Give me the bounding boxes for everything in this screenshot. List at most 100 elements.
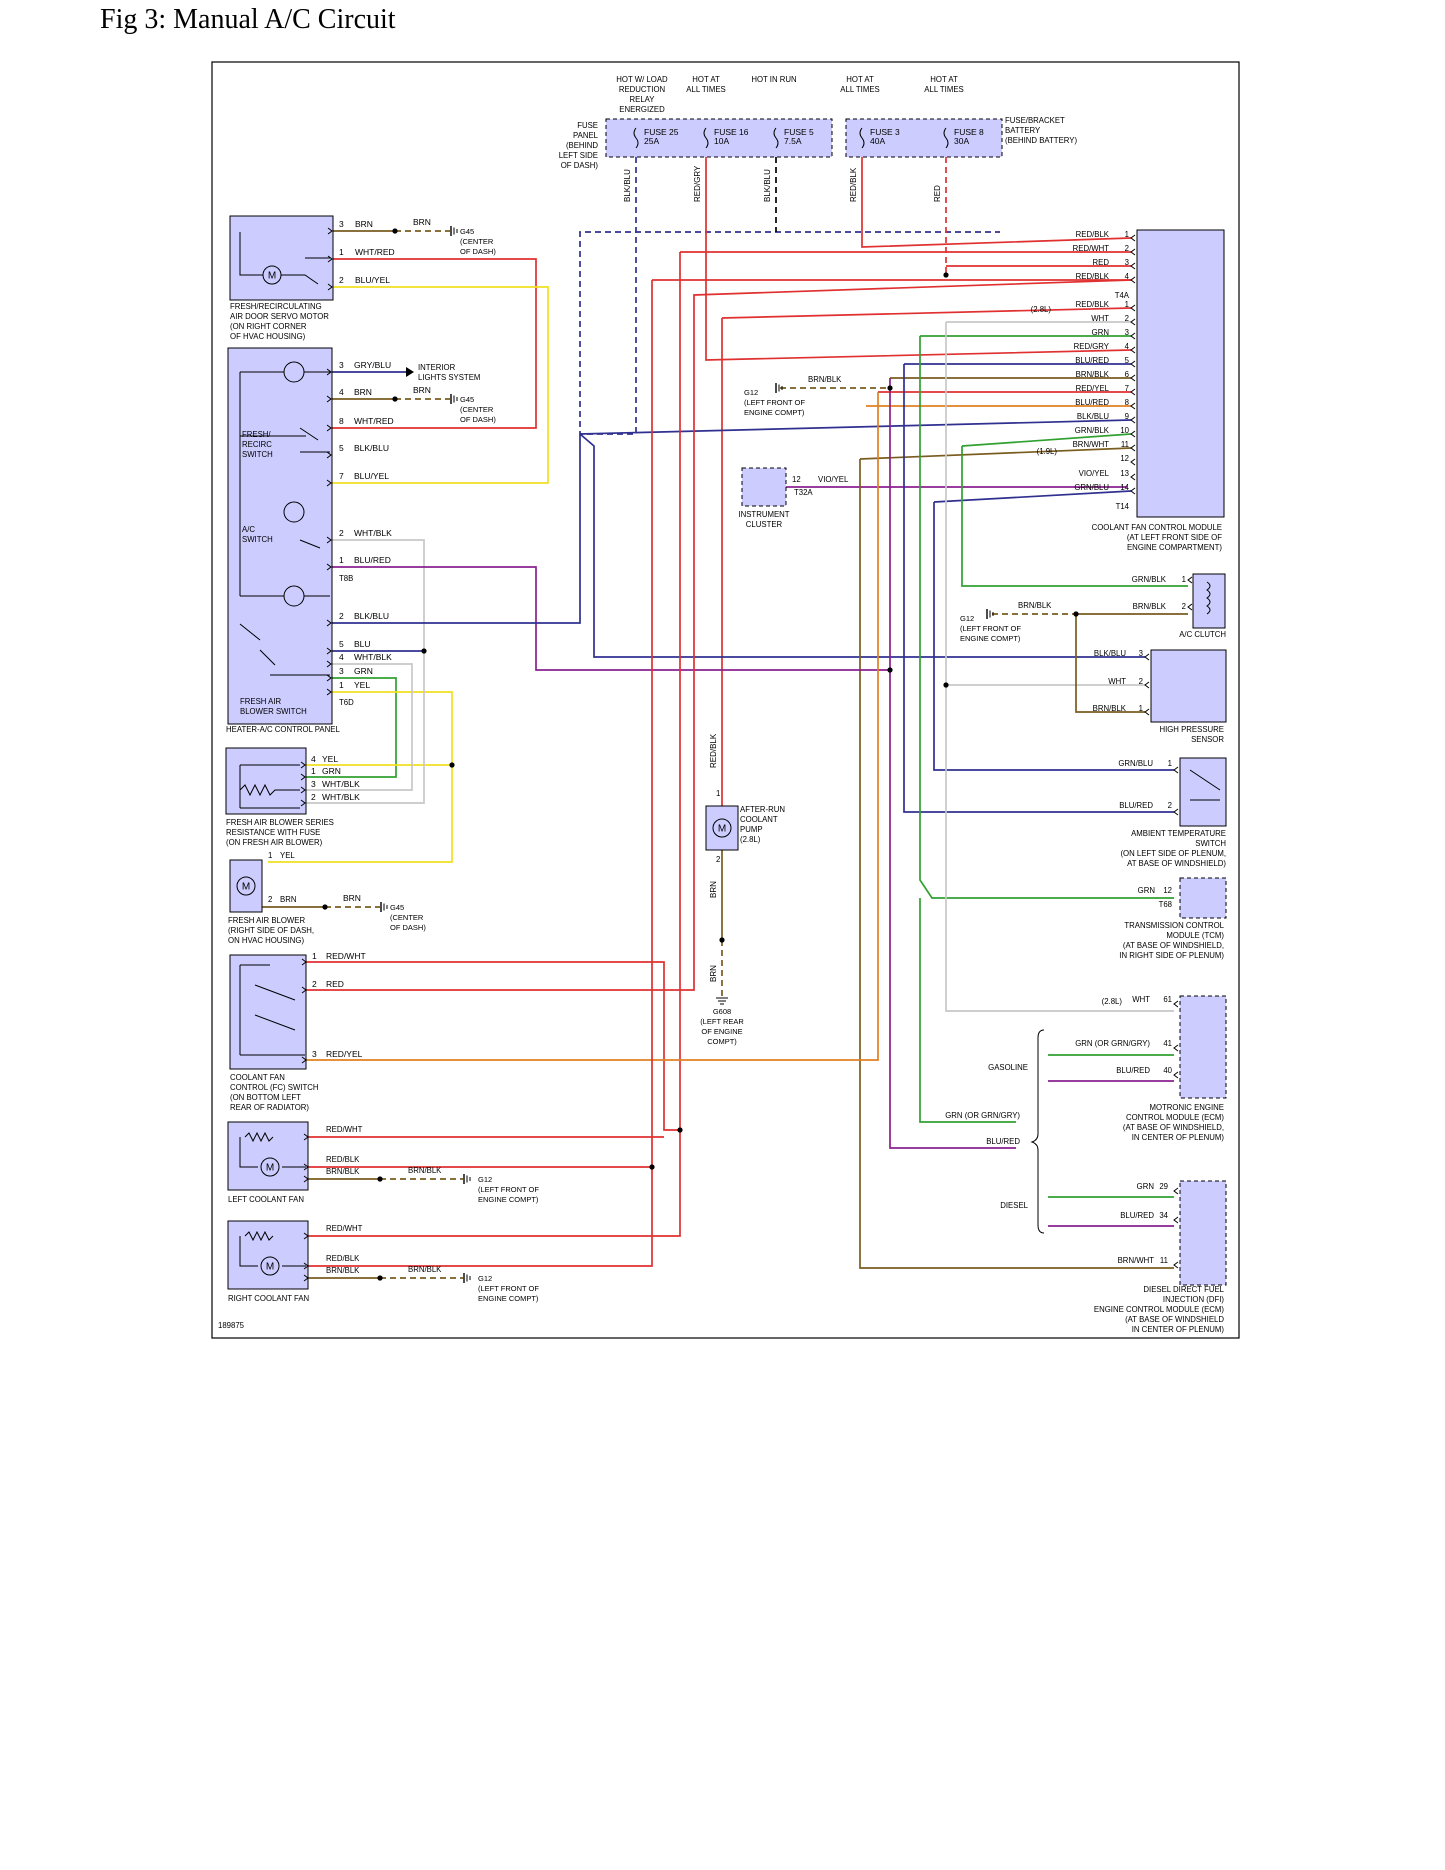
ecm-gasoline-box [1179, 995, 1227, 1099]
panel-pin-5: 2 [339, 528, 344, 538]
connector-mark [326, 451, 332, 459]
connector-mark [1173, 1187, 1179, 1195]
left-fan-ground-wire-label: BRN/BLK [408, 1166, 442, 1175]
fuse-rating-3: 40A [870, 136, 885, 146]
connector-mark [1130, 262, 1136, 270]
resistor-wire-label-2: WHT/BLK [322, 779, 360, 789]
splice-dot [943, 272, 949, 278]
fc-pin-3: 3 [312, 1049, 317, 1059]
ac-clutch-label: A/C CLUTCH [1179, 630, 1226, 639]
connector-mark [326, 536, 332, 544]
wire-panel-blured [332, 566, 890, 671]
ecm-gas-pin-40: 40 [1163, 1066, 1172, 1075]
connector-mark [1130, 318, 1136, 326]
splice-dot [392, 396, 398, 402]
panel-wire-label-0: GRY/BLU [354, 360, 391, 370]
fm-t14-pin-5: 5 [1125, 356, 1130, 365]
left-fan-box [227, 1121, 309, 1191]
left-fan-motor-letter: M [266, 1163, 274, 1174]
ecm-gas-wire-1: GRN (OR GRN/GRY) [1075, 1039, 1150, 1048]
fc-wire-label-0: RED/WHT [326, 951, 366, 961]
control-panel-box [227, 347, 333, 725]
coolant-pump-motor-letter: M [718, 824, 726, 835]
variant-gasoline-label: GASOLINE [988, 1063, 1028, 1072]
connector-mark [326, 395, 332, 403]
wire-fuse3-redblk [861, 157, 1132, 248]
connector-mark [1173, 1000, 1179, 1008]
panel-pin-10: 3 [339, 666, 344, 676]
right-fan-motor [260, 1256, 280, 1276]
connector-mark [303, 1232, 309, 1240]
fuse-panel-box [605, 118, 833, 158]
wire-fc-redyel [306, 392, 879, 1061]
fc-switch-contacts [239, 964, 305, 1056]
ecm-gas-pin-61: 61 [1163, 995, 1172, 1004]
servo-motor-symbol-letter: M [268, 271, 276, 282]
fuse-wire-label-1: RED/GRY [693, 165, 702, 202]
connector-mark [1130, 332, 1136, 340]
ambient-switch-box [1179, 757, 1227, 827]
servo-pin-2: 2 [339, 275, 344, 285]
pressure-sensor-box [1150, 649, 1227, 723]
wire-fm-grnblu-14 [933, 490, 1132, 503]
servo-pin-3: 3 [339, 219, 344, 229]
tcm-wire-label: GRN [1138, 886, 1155, 895]
g12-center-wire-label: BRN/BLK [808, 375, 842, 384]
wire-yel-resistor [305, 691, 453, 766]
right-fan-motor-letter: M [266, 1262, 274, 1273]
fm-t4a-wire-1: RED/WHT [1073, 244, 1110, 253]
fm-t14-wire-4: BLU/RED [1075, 356, 1109, 365]
wire-fuse16-redgry [705, 157, 1132, 361]
connector-mark [1130, 374, 1136, 382]
left-fan-wire-label-2: BRN/BLK [326, 1167, 360, 1176]
fm-t14-pin-8: 8 [1125, 398, 1129, 407]
interior-lights-arrow [406, 367, 414, 377]
connector-mark [326, 674, 332, 682]
tcm-box [1179, 877, 1227, 919]
right-fan-wire-label-2: BRN/BLK [326, 1266, 360, 1275]
ecm-diesel-wire-2: BRN/WHT [1118, 1256, 1155, 1265]
panel-pin-7: 2 [339, 611, 344, 621]
g12-clutch-wire-label: BRN/BLK [1018, 601, 1052, 610]
sensor-wire-2: BRN/BLK [1093, 704, 1127, 713]
fm-t14-pin-2: 2 [1125, 314, 1129, 323]
left-fan-label: LEFT COOLANT FAN [228, 1195, 304, 1204]
splice-dot [377, 1275, 383, 1281]
cluster-connector: T32A [794, 488, 813, 497]
resistor-coils [239, 764, 300, 809]
blower-wire-label-2: BRN [280, 895, 296, 904]
control-panel-label: HEATER-A/C CONTROL PANEL [226, 725, 340, 734]
servo-wire-label-1: WHT/RED [355, 247, 395, 257]
connector-mark [1130, 430, 1136, 438]
fm-t4a-wire-2: RED [1093, 258, 1110, 267]
fm-t14-pin-11: 11 [1121, 440, 1129, 449]
fan-module-box [1136, 229, 1225, 518]
connector-mark [1130, 360, 1136, 368]
diagram-frame [211, 61, 1240, 1339]
connector-mark [300, 786, 306, 794]
wire-ambient-grnblu [933, 502, 1174, 771]
connector-mark [301, 958, 307, 966]
fm-t4a-pin-1: 1 [1125, 230, 1129, 239]
panel-pin-1: 4 [339, 387, 344, 397]
pump-wire-out-label: BRN [709, 881, 718, 898]
panel-connector-t6d: T6D [339, 698, 354, 707]
panel-lamp-2 [283, 501, 305, 523]
fm-t4a-wire-0: RED/BLK [1076, 230, 1110, 239]
blower-motor-symbol [236, 876, 256, 896]
fuse-name-2: FUSE 5 [784, 127, 814, 137]
fm-t14-pin-9: 9 [1125, 412, 1129, 421]
connector-mark [326, 660, 332, 668]
wire-grn-blower [305, 677, 397, 778]
fm-t14-wire-9: GRN/BLK [1075, 426, 1110, 435]
